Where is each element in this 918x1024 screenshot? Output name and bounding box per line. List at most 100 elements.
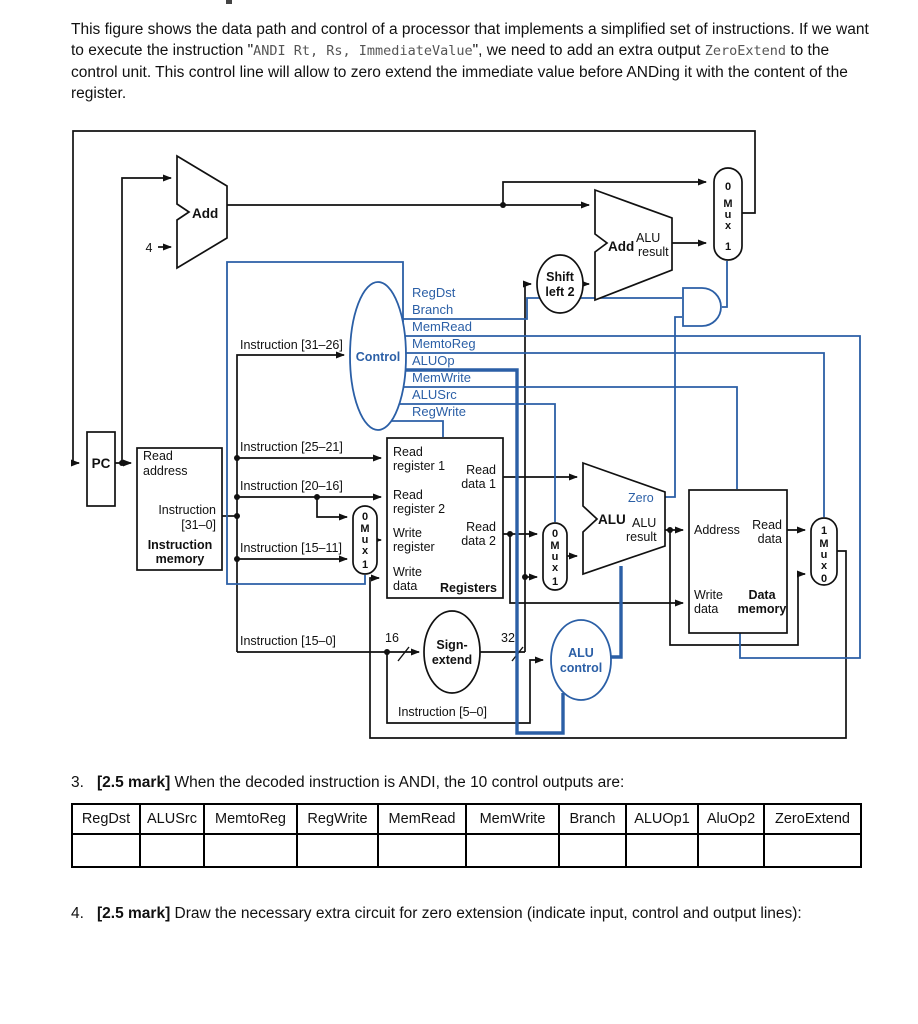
alusrc-mux-m: M: [550, 540, 559, 552]
pcsrc-mux-1: 1: [725, 241, 731, 253]
instr-25-21-label: Instruction [25–21]: [240, 440, 343, 454]
table-header-row: RegDst ALUSrc MemtoReg RegWrite MemRead …: [71, 803, 862, 835]
pc-label: PC: [92, 456, 111, 471]
memory-address-label: Address: [694, 523, 740, 537]
read-register-2-label-b: register 2: [393, 502, 445, 516]
blue-control-wires: [226, 261, 861, 735]
alusrc-signal-label: ALUSrc: [412, 387, 457, 402]
col-zeroextend: ZeroExtend: [763, 803, 862, 835]
question-3: 3.[2.5 mark] When the decoded instructio…: [71, 772, 881, 793]
answer-cell-regdst: [71, 833, 141, 868]
answer-cell-aluop1: [625, 833, 699, 868]
shift-label-1: Shift: [546, 270, 575, 284]
main-alu: Zero ALU ALU result: [582, 461, 666, 576]
memtoreg-mux-m: M: [819, 538, 828, 550]
branch-adder: Add ALU result: [594, 188, 673, 302]
alusrc-mux-u: u: [552, 551, 559, 563]
answer-cell-regwrite: [296, 833, 379, 868]
question-3-text: When the decoded instruction is ANDI, th…: [170, 774, 625, 791]
regwrite-signal-label: RegWrite: [412, 404, 466, 419]
read-data-1-label-b: data 1: [461, 477, 496, 491]
read-data-2-label-a: Read: [466, 520, 496, 534]
table-answer-row: [71, 833, 862, 868]
answer-cell-memtoreg: [203, 833, 298, 868]
sign-extend-oval: Sign- extend 16 32: [385, 610, 515, 694]
pcsrc-mux-0: 0: [725, 181, 731, 193]
regdst-mux-m: M: [360, 523, 369, 535]
imem-title-1: Instruction: [148, 538, 213, 552]
question-3-number: 3.: [71, 774, 84, 791]
page-top-artifact: [226, 0, 232, 4]
col-memtoreg: MemtoReg: [203, 803, 298, 835]
answer-cell-branch: [558, 833, 627, 868]
alusrc-mux-x: x: [552, 562, 559, 574]
alu-control-label-2: control: [560, 661, 602, 675]
instruction-field-labels: Instruction [31–26] Instruction [25–21] …: [240, 338, 487, 719]
answer-cell-aluop2: [697, 833, 765, 868]
pcsrc-mux-m: M: [723, 198, 732, 210]
control-label: Control: [356, 350, 400, 364]
write-data-label-b: data: [393, 579, 417, 593]
shift-label-2: left 2: [545, 285, 574, 299]
col-regdst: RegDst: [71, 803, 141, 835]
memtoreg-signal-label: MemtoReg: [412, 336, 476, 351]
imem-instruction-out-label: Instruction: [158, 503, 216, 517]
registers-title: Registers: [440, 581, 497, 595]
registers-box: Read register 1 Read register 2 Write re…: [386, 437, 504, 599]
data-memory-title-1: Data: [748, 588, 776, 602]
branch-adder-alu-label: ALU: [636, 231, 660, 245]
alusrc-mux-0: 0: [552, 528, 558, 540]
write-data-label-a: Write: [393, 565, 422, 579]
col-aluop2: AluOp2: [697, 803, 765, 835]
imem-address-label: address: [143, 464, 187, 478]
control-outputs-table: RegDst ALUSrc MemtoReg RegWrite MemRead …: [71, 803, 862, 868]
imem-title-2: memory: [156, 552, 205, 566]
question-4: 4. [2.5 mark] Draw the necessary extra ci…: [71, 903, 881, 924]
instr-20-16-label: Instruction [20–16]: [240, 479, 343, 493]
read-register-1-label-a: Read: [393, 445, 423, 459]
shift-left-2-oval: Shift left 2: [536, 254, 584, 314]
question-4-number: 4.: [71, 905, 84, 922]
imem-read-label: Read: [143, 449, 173, 463]
memory-read-data-label-a: Read: [752, 518, 782, 532]
memtoreg-mux-u: u: [821, 549, 828, 561]
intro-code-zeroextend: ZeroExtend: [704, 43, 787, 59]
alu-name-label: ALU: [598, 512, 626, 527]
memwrite-signal-label: MemWrite: [412, 370, 471, 385]
col-regwrite: RegWrite: [296, 803, 379, 835]
pcsrc-mux-x: x: [725, 220, 732, 232]
regdst-mux-1: 1: [362, 559, 368, 571]
instr-31-26-label: Instruction [31–26]: [240, 338, 343, 352]
read-data-1-label-a: Read: [466, 463, 496, 477]
regdst-mux-x: x: [362, 545, 369, 557]
regdst-signal-label: RegDst: [412, 285, 456, 300]
intro-text-3: to the control unit. This control line w…: [71, 42, 848, 102]
write-register-label-a: Write: [393, 526, 422, 540]
branch-signal-label: Branch: [412, 302, 453, 317]
regdst-mux-0: 0: [362, 511, 368, 523]
constant-4-label: 4: [146, 241, 153, 255]
data-memory-box: Address Read data Write data Data memory: [688, 489, 788, 634]
read-register-1-label-b: register 1: [393, 459, 445, 473]
imem-instruction-range-label: [31–0]: [181, 518, 216, 532]
memory-write-data-label-a: Write: [694, 588, 723, 602]
pcsrc-mux: 0 M u x 1: [713, 167, 743, 261]
memory-read-data-label-b: data: [758, 532, 782, 546]
instr-15-11-label: Instruction [15–11]: [240, 541, 342, 555]
col-alusrc: ALUSrc: [139, 803, 205, 835]
sign-extend-label-1: Sign-: [436, 638, 467, 652]
answer-cell-zeroextend: [763, 833, 862, 868]
regdst-mux: 0 M u x 1: [352, 505, 378, 575]
alusrc-mux: 0 M u x 1: [542, 522, 568, 591]
instr-15-0-label: Instruction [15–0]: [240, 634, 336, 648]
question-4-text: Draw the necessary extra circuit for zer…: [170, 905, 802, 922]
memtoreg-mux: 1 M u x 0: [810, 517, 838, 586]
question-4-mark: [2.5 mark]: [97, 905, 171, 922]
instr-5-0-label: Instruction [5–0]: [398, 705, 487, 719]
memtoreg-mux-1: 1: [821, 525, 827, 537]
intro-text-1: This figure shows the data path and cont…: [71, 21, 869, 59]
instruction-memory-box: Read address Instruction [31–0] Instruct…: [136, 447, 223, 571]
col-memwrite: MemWrite: [465, 803, 560, 835]
